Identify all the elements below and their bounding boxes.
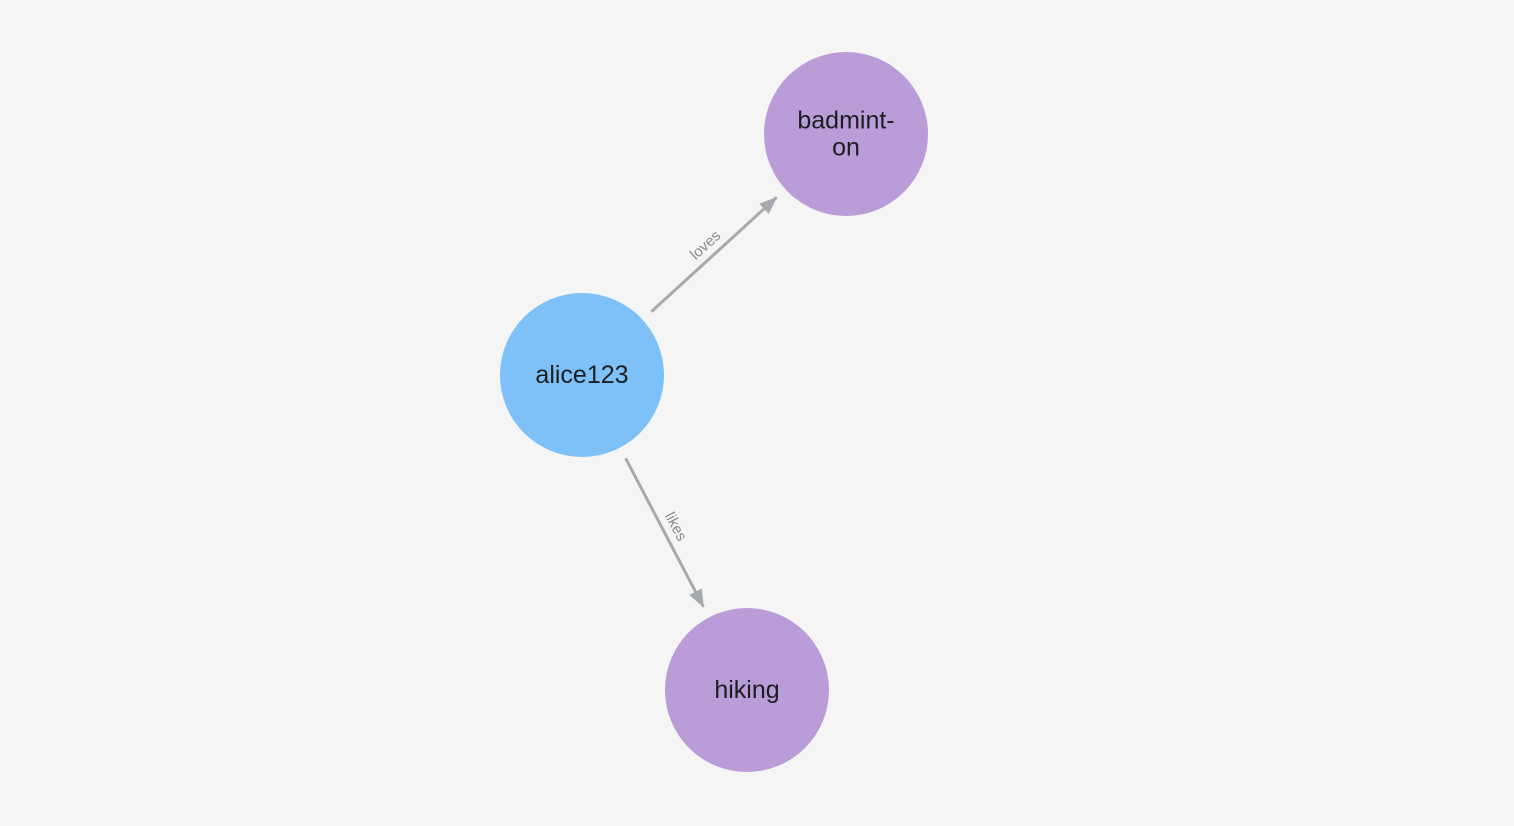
graph-node-alice123[interactable]: alice123 xyxy=(500,293,664,457)
graph-edge-loves[interactable]: loves xyxy=(650,196,778,313)
graph-node-hiking[interactable]: hiking xyxy=(665,608,829,772)
graph-edge-likes[interactable]: likes xyxy=(624,457,705,608)
graph-node-badminton[interactable]: badmint-on xyxy=(764,52,928,216)
edge-label: likes xyxy=(661,509,690,543)
edge-line[interactable] xyxy=(650,196,778,313)
node-circle[interactable] xyxy=(764,52,928,216)
edge-label: loves xyxy=(687,227,724,263)
edge-line[interactable] xyxy=(624,457,705,608)
node-circle[interactable] xyxy=(500,293,664,457)
node-circle[interactable] xyxy=(665,608,829,772)
